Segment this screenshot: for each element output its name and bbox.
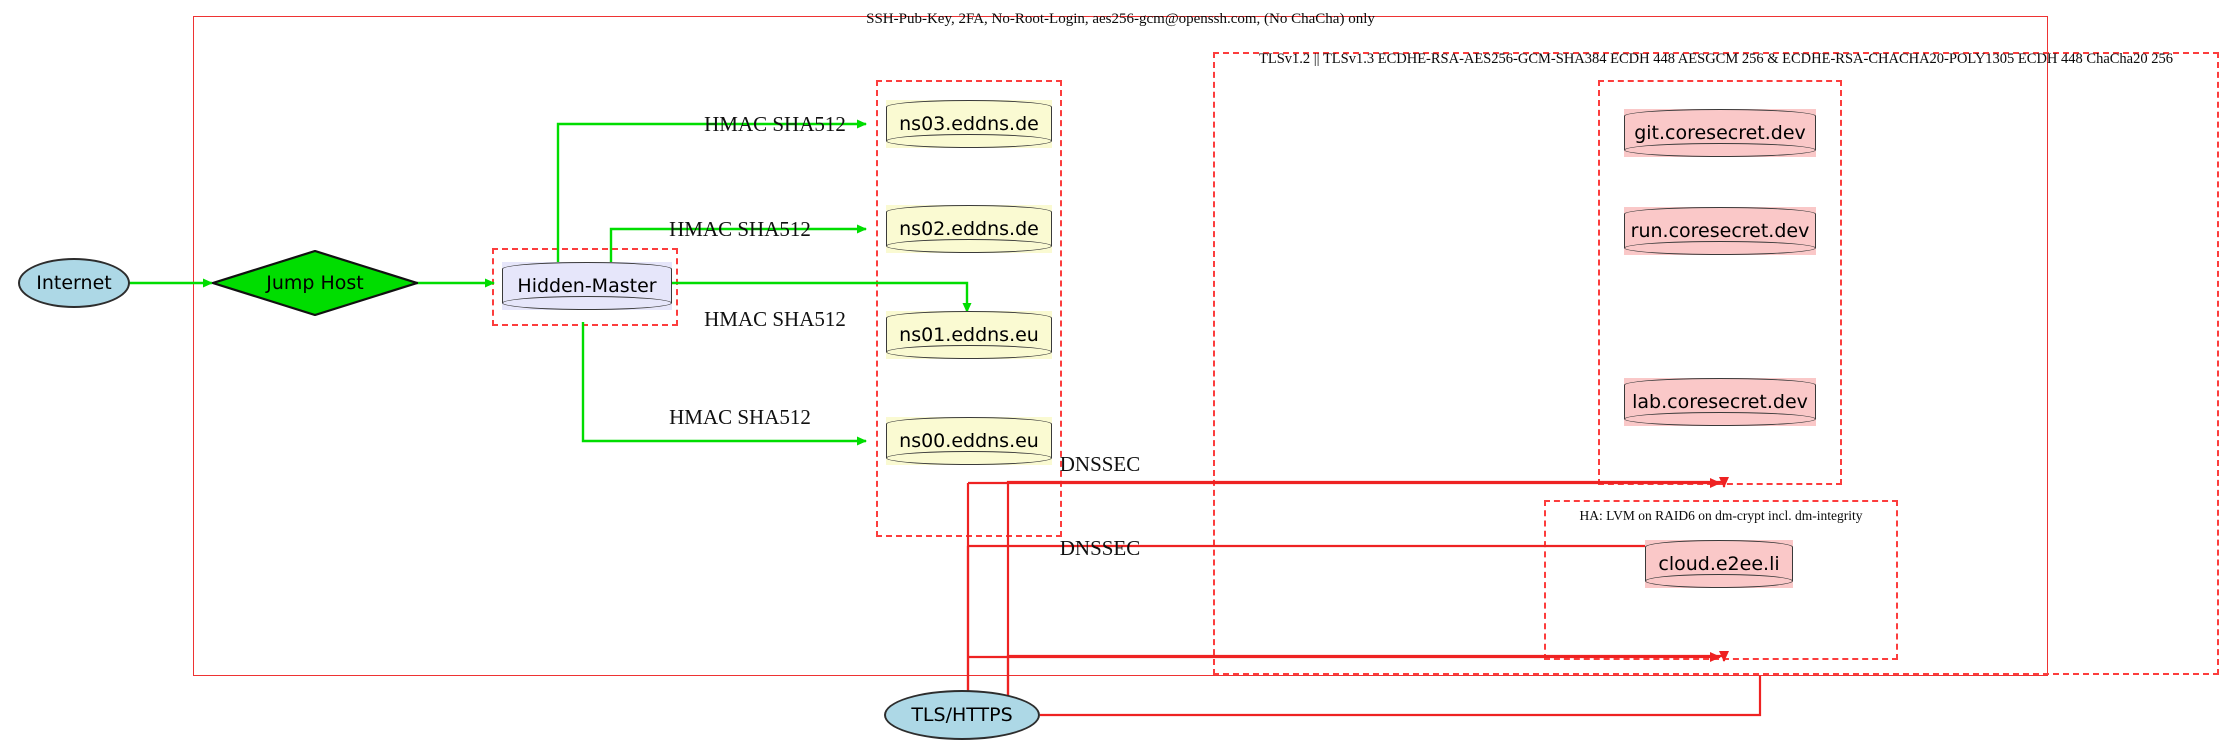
node-run-coresecret-label: run.coresecret.dev — [1630, 220, 1810, 242]
cylinder-bottom — [886, 345, 1052, 359]
node-ns00-label: ns00.eddns.eu — [899, 430, 1039, 452]
node-hidden-master[interactable]: Hidden-Master — [502, 262, 672, 310]
node-git-coresecret-label: git.coresecret.dev — [1634, 122, 1806, 144]
diamond-shape — [212, 250, 418, 316]
cylinder-bottom — [886, 451, 1052, 465]
node-ns03[interactable]: ns03.eddns.de — [886, 100, 1052, 148]
node-lab-coresecret-label: lab.coresecret.dev — [1632, 391, 1808, 413]
node-ns02-label: ns02.eddns.de — [899, 218, 1039, 240]
edge-label-hmac-ns02: HMAC SHA512 — [669, 217, 811, 241]
node-ns00[interactable]: ns00.eddns.eu — [886, 417, 1052, 465]
cylinder-bottom — [1624, 241, 1816, 255]
node-jump-host-label: Jump Host — [266, 272, 364, 294]
node-ns03-label: ns03.eddns.de — [899, 113, 1039, 135]
cylinder-bottom — [502, 296, 672, 310]
cylinder-bottom — [1624, 143, 1816, 157]
edge-label-dnssec-upper: DNSSEC — [1059, 452, 1141, 476]
cluster-tls-label: TLSv1.2 || TLSv1.3 ECDHE-RSA-AES256-GCM-… — [1259, 51, 2173, 67]
node-ns01-label: ns01.eddns.eu — [899, 324, 1039, 346]
node-internet[interactable]: Internet — [18, 258, 130, 308]
node-lab-coresecret[interactable]: lab.coresecret.dev — [1624, 378, 1816, 426]
cluster-outer-ssh-label: SSH-Pub-Key, 2FA, No-Root-Login, aes256-… — [866, 11, 1375, 27]
edge-label-hmac-ns00: HMAC SHA512 — [669, 405, 811, 429]
node-tls-https[interactable]: TLS/HTTPS — [884, 690, 1040, 740]
node-ns01[interactable]: ns01.eddns.eu — [886, 311, 1052, 359]
edge-label-hmac-ns03: HMAC SHA512 — [704, 112, 846, 136]
edge-label-dnssec-lower: DNSSEC — [1059, 536, 1141, 560]
cylinder-bottom — [1645, 574, 1793, 588]
node-jump-host[interactable]: Jump Host — [212, 250, 418, 316]
cylinder-bottom — [886, 134, 1052, 148]
node-run-coresecret[interactable]: run.coresecret.dev — [1624, 207, 1816, 255]
edge-label-hmac-ns01: HMAC SHA512 — [704, 307, 846, 331]
node-cloud-e2ee[interactable]: cloud.e2ee.li — [1645, 540, 1793, 588]
node-ns02[interactable]: ns02.eddns.de — [886, 205, 1052, 253]
node-hidden-master-label: Hidden-Master — [517, 275, 657, 297]
cylinder-bottom — [1624, 412, 1816, 426]
cylinder-bottom — [886, 239, 1052, 253]
node-cloud-e2ee-label: cloud.e2ee.li — [1658, 553, 1780, 575]
node-git-coresecret[interactable]: git.coresecret.dev — [1624, 109, 1816, 157]
cluster-ha-label: HA: LVM on RAID6 on dm-crypt incl. dm-in… — [1579, 508, 1863, 523]
